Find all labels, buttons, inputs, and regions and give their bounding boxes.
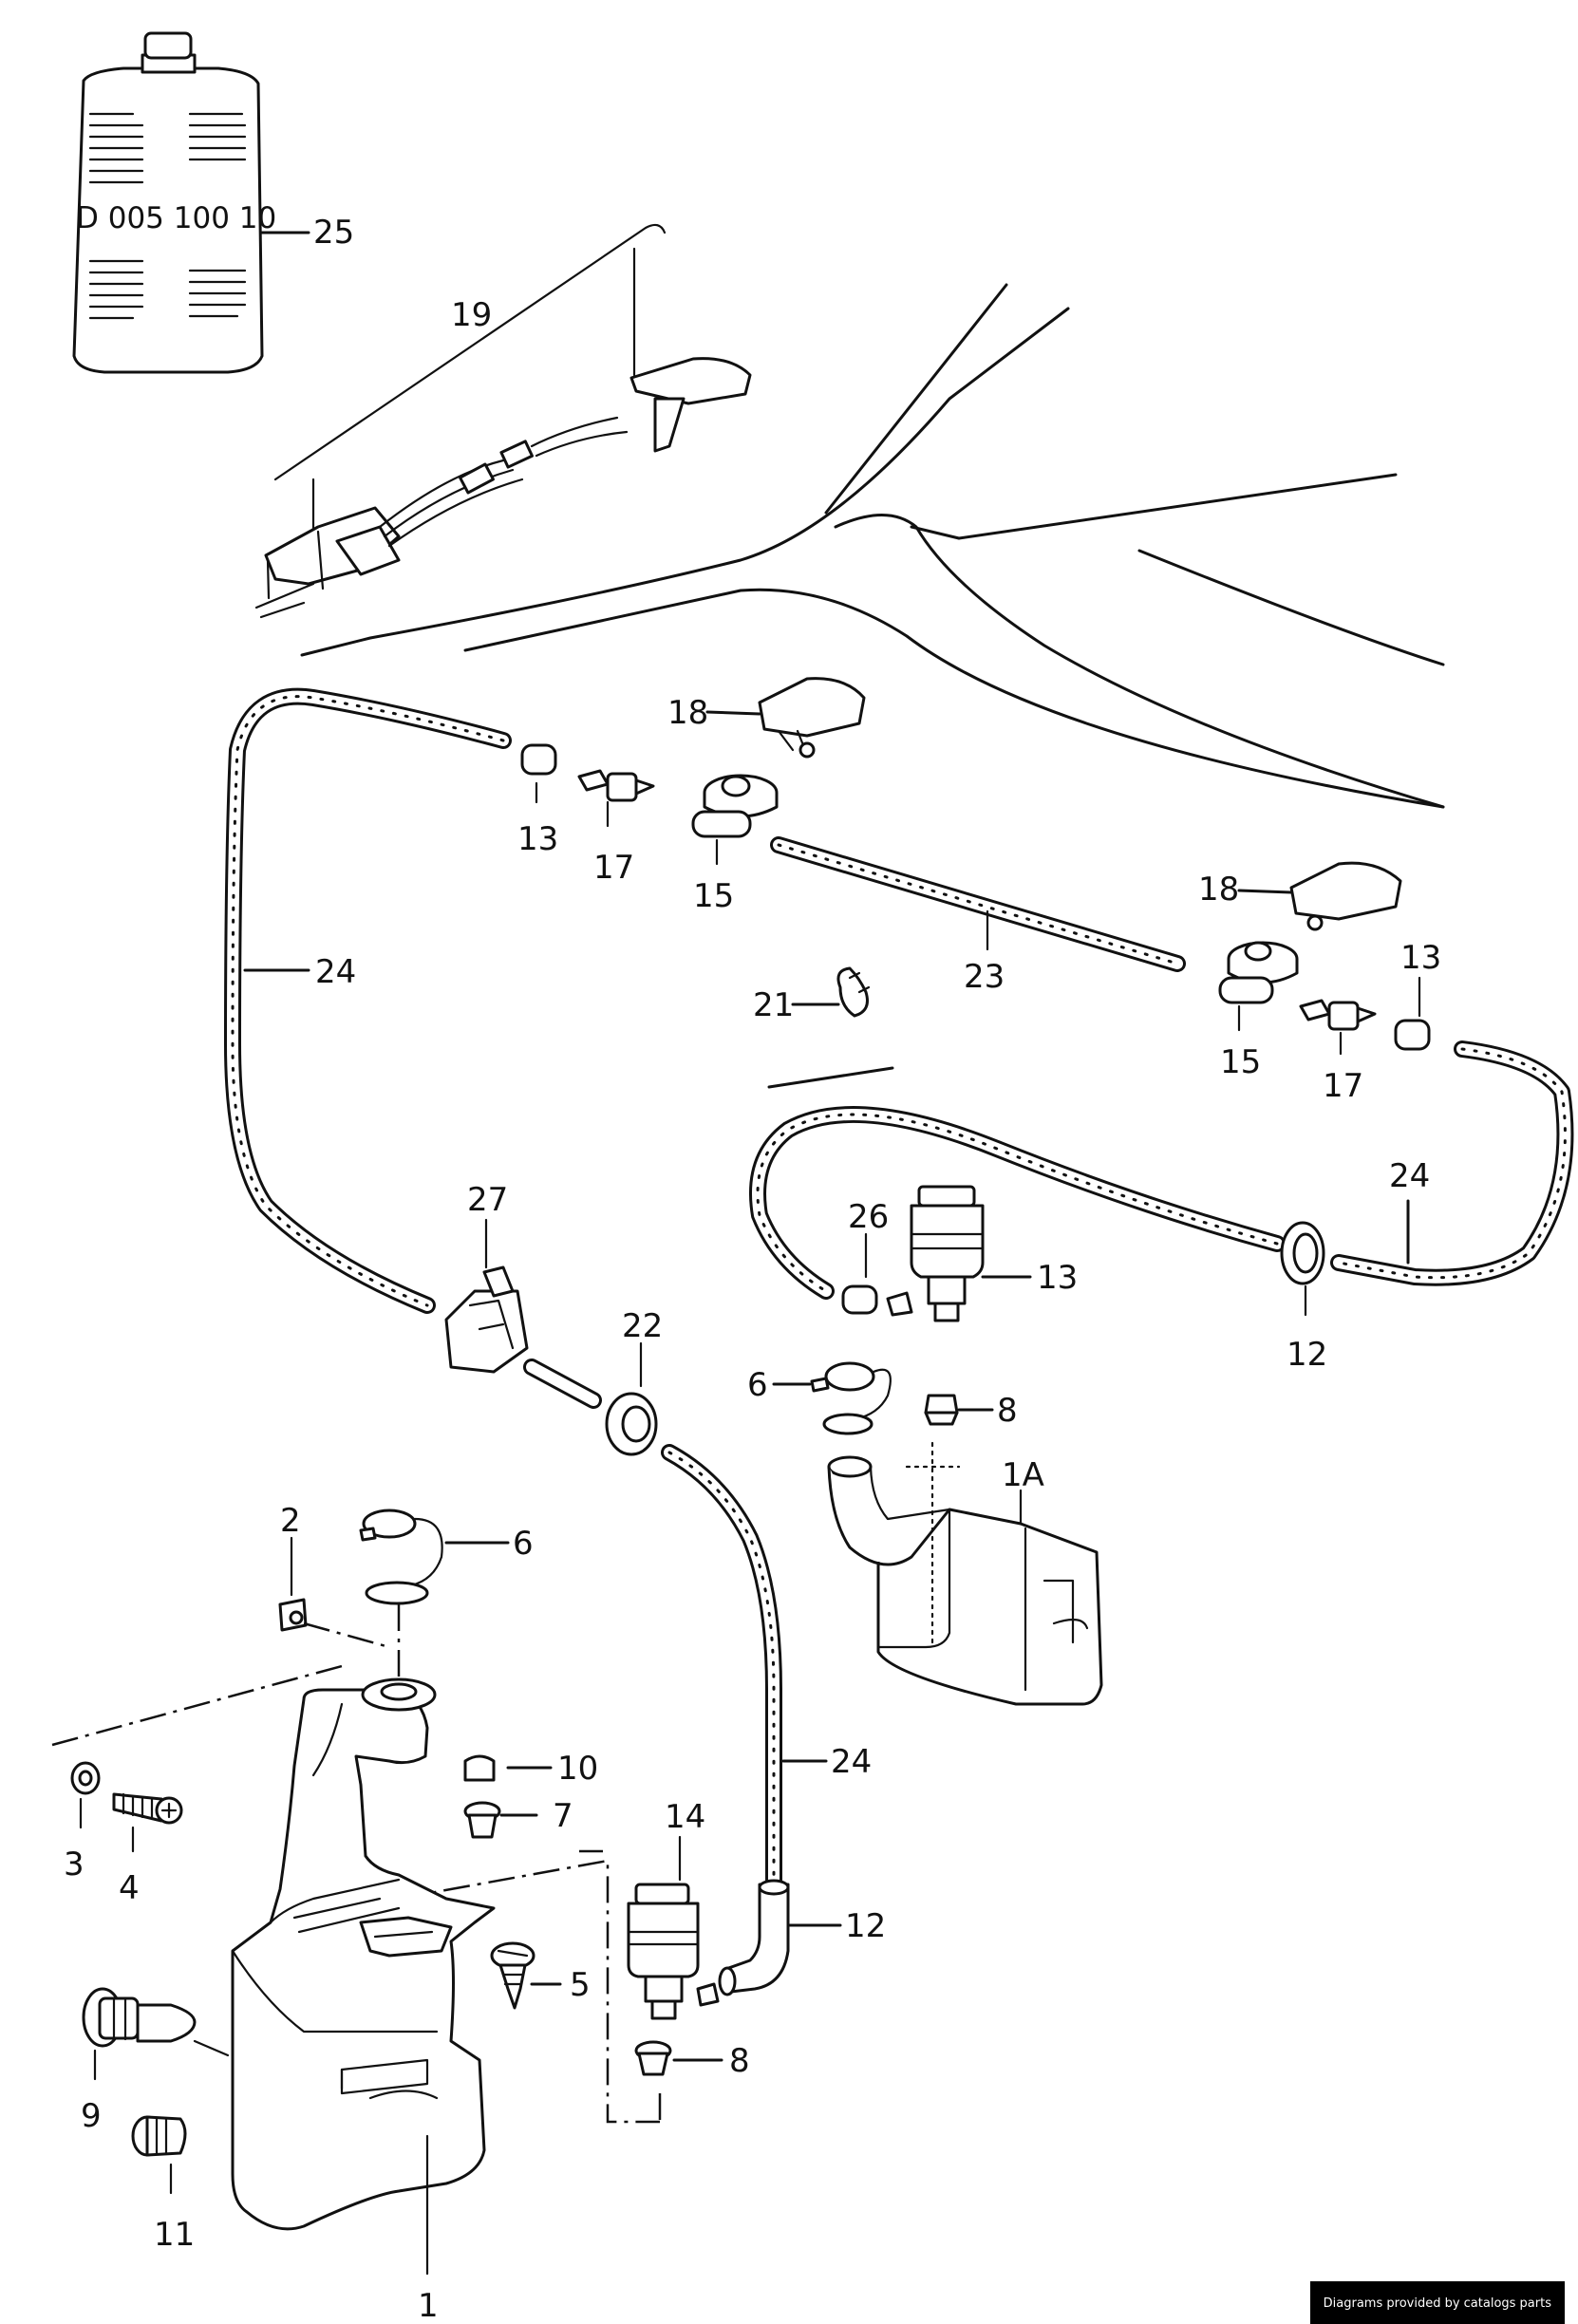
sleeve-part-13-right xyxy=(1394,976,1431,1051)
label-15-left: 15 xyxy=(693,877,734,915)
label-26: 27 xyxy=(467,1181,508,1219)
label-2: 2 xyxy=(280,1502,301,1540)
level-sensor-part-9 xyxy=(82,1987,230,2081)
grommet-part-8-lower xyxy=(634,2040,723,2076)
label-1A: 1A xyxy=(1002,1456,1044,1494)
label-12-lower: 14 xyxy=(665,1798,705,1836)
label-24-lower: 24 xyxy=(831,1743,872,1781)
hose-clip-part-26 xyxy=(444,1218,529,1374)
connector-part-15-right xyxy=(1218,941,1299,1032)
grommet-part-8-upper xyxy=(924,1394,994,1426)
label-7: 7 xyxy=(553,1797,573,1835)
fluid-bottle-part-25: D 005 100 10 xyxy=(72,31,310,374)
label-18-left: 18 xyxy=(667,694,708,732)
label-19: 19 xyxy=(451,296,492,334)
screw-part-4 xyxy=(112,1792,183,1853)
seal-part-6-lower xyxy=(359,1509,510,1605)
label-8-upper: 8 xyxy=(997,1392,1018,1430)
elbow-hose-part-14 xyxy=(718,1879,842,1996)
label-3: 3 xyxy=(64,1846,85,1884)
label-9: 9 xyxy=(81,2097,102,2135)
label-22: 22 xyxy=(622,1307,663,1345)
grommet-part-22 xyxy=(605,1341,658,1456)
car-body-outline xyxy=(300,283,1445,1089)
credit-badge: Diagrams provided by catalogs parts xyxy=(1309,2281,1565,2324)
label-25: 25 xyxy=(313,214,354,252)
label-24-right: 24 xyxy=(1389,1157,1430,1195)
label-13-right: 13 xyxy=(1400,939,1441,977)
label-15-right: 15 xyxy=(1220,1043,1261,1081)
reservoir-part-1A xyxy=(827,1441,1103,1706)
label-17-right: 17 xyxy=(1323,1067,1363,1105)
label-13-middle: 26 xyxy=(848,1198,889,1236)
reservoir-part-1 xyxy=(231,1688,496,2276)
washer-part-3 xyxy=(70,1761,101,1829)
grommet-part-7 xyxy=(463,1801,538,1839)
plug-part-10 xyxy=(463,1754,553,1782)
hose-part-24-right xyxy=(749,1040,1574,1300)
label-6-lower: 6 xyxy=(513,1525,534,1563)
washer-jet-part-18-left xyxy=(705,677,866,759)
label-6-upper: 6 xyxy=(747,1366,768,1404)
hose-short-section xyxy=(523,1359,602,1409)
plug-part-11 xyxy=(131,2115,187,2195)
nut-part-2 xyxy=(278,1536,308,1632)
label-10: 10 xyxy=(557,1750,598,1788)
label-23: 23 xyxy=(964,958,1005,996)
sleeve-part-13-middle xyxy=(841,1232,878,1315)
hose-part-24-left xyxy=(224,687,512,1314)
label-18-right: 18 xyxy=(1198,871,1239,909)
label-1: 1 xyxy=(418,2287,439,2324)
label-27: 12 xyxy=(1287,1336,1327,1374)
sleeve-part-13-left xyxy=(520,743,557,804)
wiring-harness-part-19 xyxy=(254,223,752,619)
label-12-upper: 13 xyxy=(1037,1259,1078,1297)
label-21: 21 xyxy=(753,986,794,1024)
label-5: 5 xyxy=(570,1966,591,2004)
grommet-part-27 xyxy=(1280,1221,1325,1317)
bottle-code-text: D 005 100 10 xyxy=(76,201,276,235)
label-4: 4 xyxy=(119,1869,140,1907)
clip-part-21 xyxy=(791,966,871,1018)
hose-part-23 xyxy=(770,836,1186,972)
assembly-lines xyxy=(51,1604,662,2124)
screw-part-5 xyxy=(490,1941,562,2010)
check-valve-part-17-left xyxy=(577,769,655,828)
washer-pump-part-12-upper xyxy=(886,1185,1032,1322)
washer-pump-part-12-lower xyxy=(627,1835,720,2020)
label-24-left: 24 xyxy=(315,953,356,991)
seal-part-6-upper xyxy=(772,1361,892,1435)
label-13-left: 13 xyxy=(517,820,558,858)
washer-jet-part-18-right xyxy=(1237,861,1402,931)
label-8-lower: 8 xyxy=(729,2042,750,2080)
connector-part-15-left xyxy=(691,774,779,866)
hose-part-24-lower xyxy=(661,1444,828,1888)
label-11: 11 xyxy=(154,2216,195,2254)
label-14: 12 xyxy=(845,1907,886,1945)
reservoir-neck-seal xyxy=(361,1677,437,1712)
check-valve-part-17-right xyxy=(1299,999,1377,1056)
label-17-left: 17 xyxy=(593,849,634,887)
